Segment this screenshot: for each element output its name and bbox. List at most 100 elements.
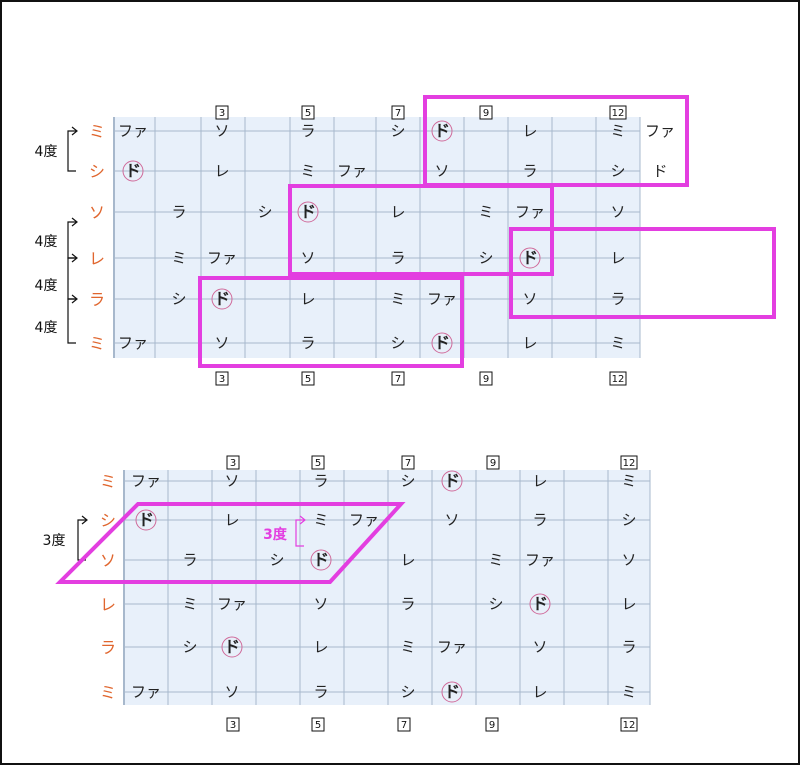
note: レ [522, 122, 537, 140]
root-circle [122, 160, 144, 182]
note: ソ [313, 595, 328, 613]
interval-bracket: 4度 [35, 217, 78, 259]
fret-marker-box [609, 371, 627, 386]
note-label: ファ [525, 551, 555, 569]
note: ソ [532, 638, 547, 656]
interval-label: 4度 [35, 278, 58, 294]
fret-marker-label: 3 [219, 374, 225, 385]
note-label: ド [434, 121, 450, 140]
note: ソ [621, 551, 636, 569]
note-label: ファ [337, 162, 367, 180]
note-label: シ [610, 162, 625, 180]
note: レ [313, 638, 328, 656]
open-string-label: ミ [100, 472, 116, 491]
note: ミ [621, 683, 636, 701]
fret-marker-box [620, 717, 638, 732]
fret-marker-label: 7 [405, 458, 411, 469]
note-label: ド [313, 550, 329, 569]
note-label: ソ [522, 290, 537, 308]
fret-marker: 12 [609, 371, 627, 386]
note-label: ド [214, 289, 230, 308]
note: ファ [118, 122, 148, 140]
arrow-icon [299, 515, 306, 525]
note-label: ラ [400, 595, 415, 613]
fret-marker-label: 5 [315, 720, 321, 731]
fret-marker-box [226, 455, 240, 470]
note-label: シ [257, 203, 272, 221]
fret-marker-label: 9 [483, 374, 489, 385]
note-label: ド [522, 248, 538, 267]
interval-bracket: 4度 [35, 253, 78, 300]
note: レ [621, 595, 636, 613]
note-label: ラ [300, 122, 315, 140]
note-label: ファ [349, 511, 379, 529]
note: ソ [224, 683, 239, 701]
note-label: ド [652, 162, 667, 180]
note-label: レ [522, 334, 537, 352]
note: ファ [337, 162, 367, 180]
root-note: ド [519, 247, 541, 269]
note-label: レ [610, 249, 625, 267]
note: ラ [610, 290, 625, 308]
note-label: レ [621, 595, 636, 613]
note: ラ [300, 122, 315, 140]
note: ミ [400, 638, 415, 656]
note: ファ [645, 122, 675, 140]
fret-marker: 9 [486, 455, 500, 470]
interval-label: 3度 [263, 526, 288, 543]
note: レ [214, 162, 229, 180]
note-label: ソ [224, 683, 239, 701]
note: ラ [300, 334, 315, 352]
arrow-icon [81, 515, 88, 525]
note: ラ [522, 162, 537, 180]
fret-marker-box [479, 105, 493, 120]
note-label: ミ [171, 249, 186, 267]
root-note: ド [431, 120, 453, 142]
note: シ [488, 595, 503, 613]
note-label: ラ [300, 334, 315, 352]
note: レ [400, 551, 415, 569]
note-label: ファ [217, 595, 247, 613]
fret-marker: 12 [620, 455, 638, 470]
fret-marker: 7 [391, 371, 405, 386]
root-circle [441, 470, 463, 492]
note: ファ [217, 595, 247, 613]
open-string-label: レ [89, 249, 105, 268]
note-label: シ [269, 551, 284, 569]
note: ミ [610, 122, 625, 140]
root-note: ド [310, 549, 332, 571]
open-string-label: ソ [100, 551, 116, 570]
note: ファ [207, 249, 237, 267]
note: レ [522, 334, 537, 352]
note: ラ [171, 203, 186, 221]
fret-marker: 9 [479, 371, 493, 386]
note-label: ソ [300, 249, 315, 267]
note-label: ミ [621, 683, 636, 701]
root-note: ド [221, 636, 243, 658]
note: レ [224, 511, 239, 529]
fret-marker-box [215, 371, 229, 386]
note: ラ [532, 511, 547, 529]
note-label: ファ [118, 334, 148, 352]
fret-marker-box [391, 371, 405, 386]
root-circle [297, 201, 319, 223]
note-label: ミ [610, 334, 625, 352]
note: ミ [171, 249, 186, 267]
note-label: レ [522, 122, 537, 140]
note-label: ソ [444, 511, 459, 529]
note-label: ラ [621, 638, 636, 656]
note-label: シ [621, 511, 636, 529]
interval-label: 4度 [35, 234, 58, 250]
note-label: ミ [182, 595, 197, 613]
fret-marker-label: 5 [305, 374, 311, 385]
note-label: レ [300, 290, 315, 308]
root-circle [211, 288, 233, 310]
note-label: レ [224, 511, 239, 529]
arrow-icon [71, 217, 78, 227]
note-label: レ [400, 551, 415, 569]
note-label: ラ [532, 511, 547, 529]
